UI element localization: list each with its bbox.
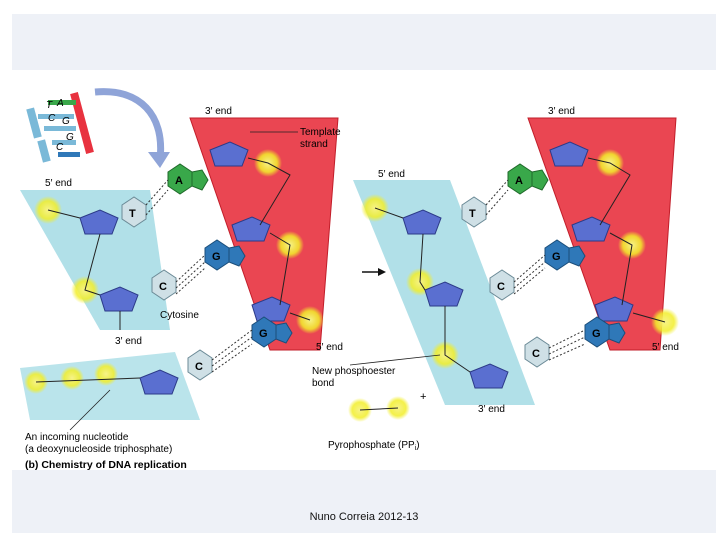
curved-arrow (94, 88, 165, 161)
inset-letter: C (56, 142, 64, 153)
label-template-strand-line2: strand (300, 139, 328, 150)
hydrogen-bonds (145, 179, 586, 373)
inset-letter: C (48, 113, 56, 124)
inset-letter: T (46, 100, 53, 111)
base-cytosine-label: C (497, 281, 505, 293)
backbones (35, 157, 666, 411)
label-pyrophosphate: Pyrophosphate (PPi) (328, 440, 420, 452)
bases-right: A T G C G C (461, 163, 626, 368)
reaction-arrow-head (378, 268, 386, 276)
label-template-strand: Template strand (300, 127, 343, 150)
label-5prime-end: 5′ end (45, 178, 72, 189)
leader-line (349, 354, 441, 366)
curved-arrow-head (148, 152, 170, 168)
inset-letter: G (66, 132, 74, 143)
label-new-phosphoester-bond: New phosphoester bond (312, 366, 398, 389)
base-guanine-label: G (259, 328, 268, 340)
label-3prime-end: 3′ end (205, 106, 232, 117)
label-incoming-nucleotide: An incoming nucleotide (a deoxynucleosid… (25, 432, 172, 455)
label-cytosine: Cytosine (160, 310, 199, 321)
base-cytosine-label: C (532, 348, 540, 360)
base-guanine-label: G (212, 251, 221, 263)
footer-credit: Nuno Correia 2012-13 (309, 511, 419, 523)
label-5prime-end: 5′ end (316, 342, 343, 353)
label-3prime-end: 3′ end (115, 336, 142, 347)
label-3prime-end: 3′ end (548, 106, 575, 117)
inset-letter: G (62, 116, 70, 127)
template-strand-right-shade (527, 117, 677, 351)
base-thymine-label: T (129, 208, 136, 220)
base-adenine-label: A (515, 175, 523, 187)
leader-line (69, 389, 111, 431)
base-cytosine-label: C (159, 281, 167, 293)
sugars (79, 141, 634, 395)
base-thymine-label: T (469, 208, 476, 220)
title-band (12, 14, 716, 70)
bases-left: A T G C G C (121, 163, 293, 381)
label-5prime-end: 5′ end (652, 342, 679, 353)
base-guanine-label: G (592, 328, 601, 340)
footer-band (12, 470, 716, 533)
label-template-strand-line1: Template (300, 127, 341, 138)
figure-caption: (b) Chemistry of DNA replication (25, 459, 187, 471)
template-strand-left-shade (189, 117, 339, 351)
inset-letter: A (56, 98, 64, 109)
base-adenine-label: A (175, 175, 183, 187)
label-5prime-end: 5′ end (378, 169, 405, 180)
base-guanine-label: G (552, 251, 561, 263)
label-3prime-end: 3′ end (478, 404, 505, 415)
inset-dna: A C G C G T (26, 92, 94, 163)
plus-sign: + (420, 391, 426, 403)
base-cytosine-label: C (195, 361, 203, 373)
